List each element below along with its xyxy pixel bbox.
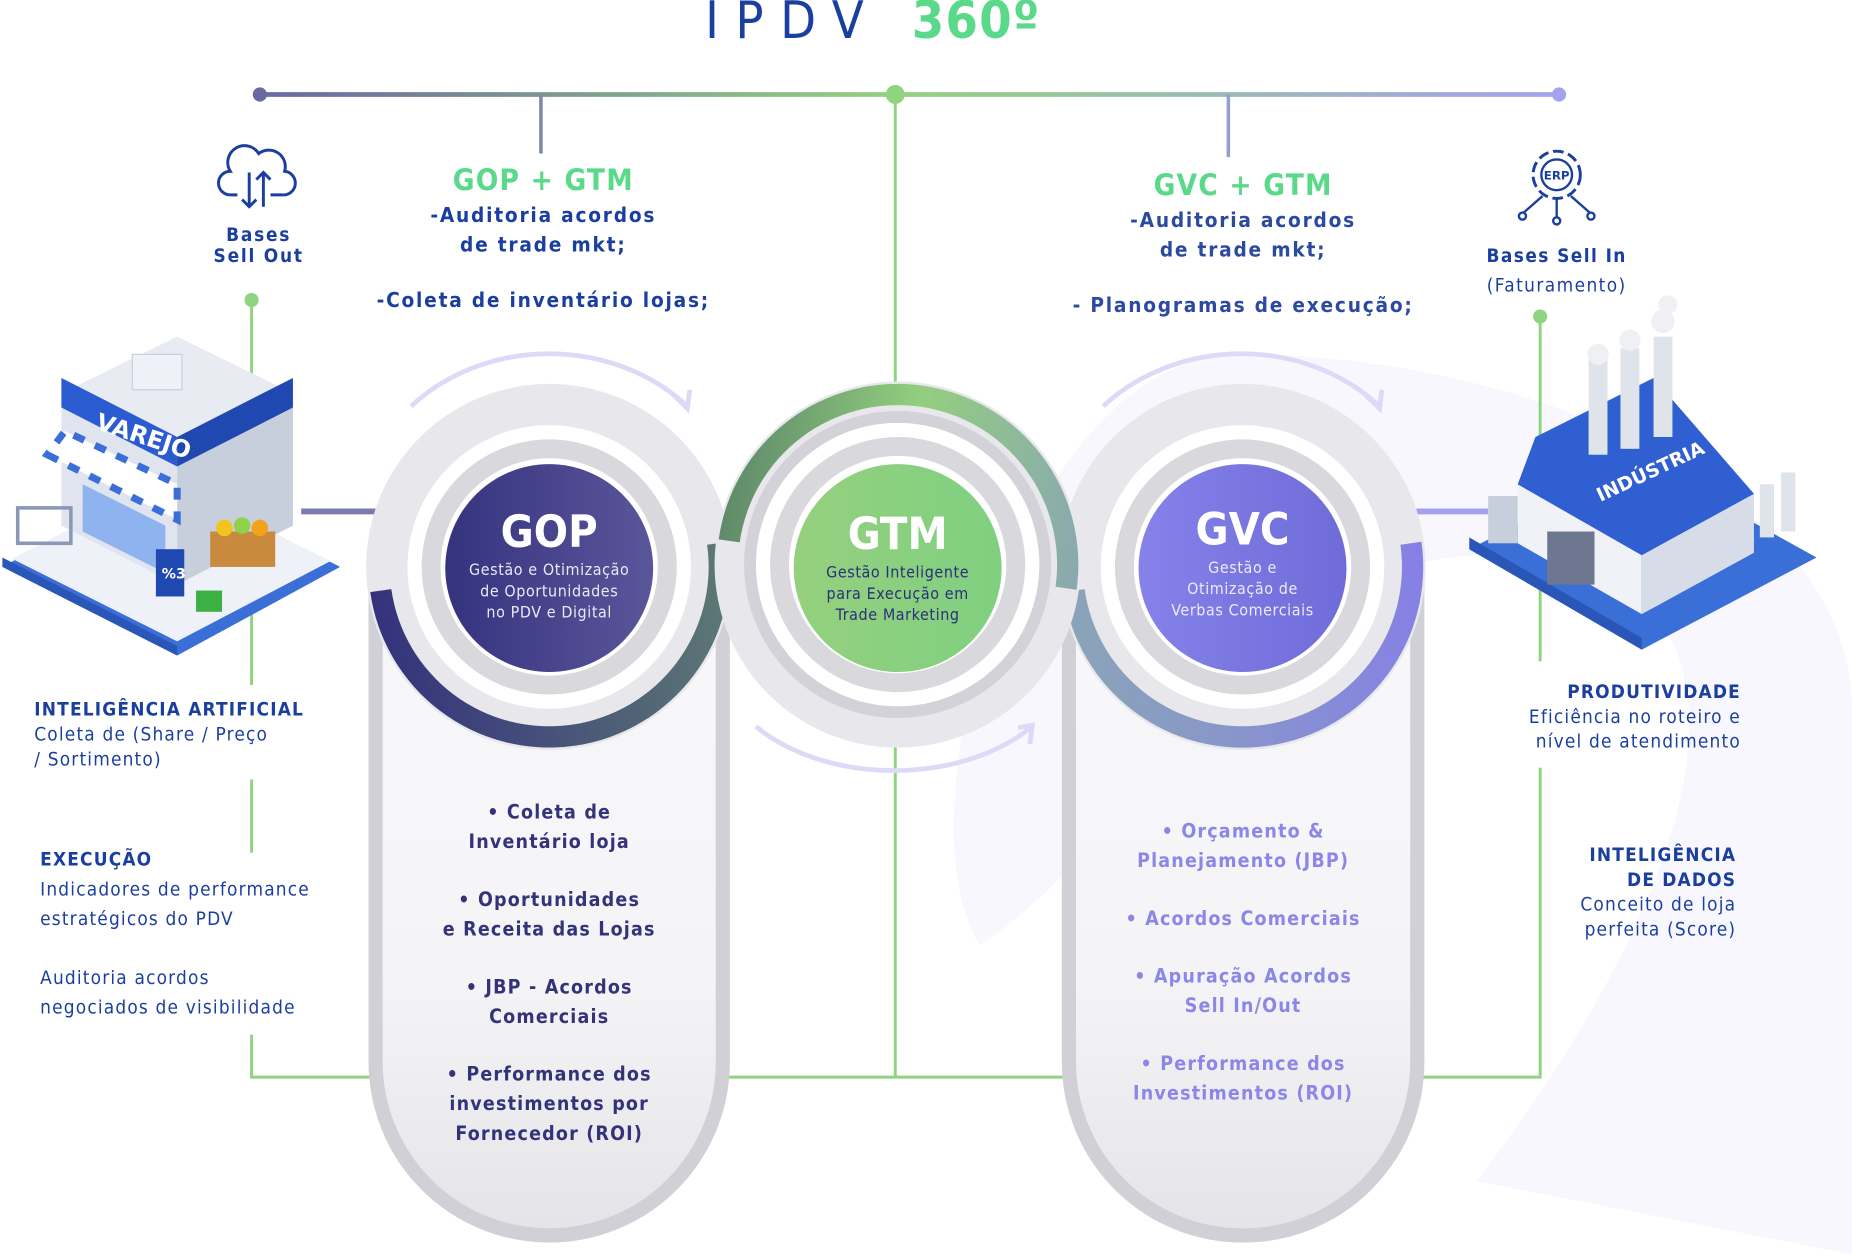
- note-line: Coleta de (Share / Preço: [34, 722, 269, 746]
- line: Comerciais: [489, 1005, 610, 1028]
- note-title: INTELIGÊNCIA: [1589, 843, 1737, 866]
- gvc-gtm-block: GVC + GTM -Auditoria acordos de trade mk…: [1039, 168, 1446, 318]
- line: Gestão e Otimização: [469, 561, 630, 580]
- note-title: INTELIGÊNCIA ARTIFICIAL: [34, 698, 305, 721]
- ai-note: INTELIGÊNCIA ARTIFICIAL Coleta de (Share…: [34, 697, 304, 771]
- line: • Coleta de: [487, 800, 612, 824]
- title-accent: 360º: [911, 0, 1041, 51]
- line: Gestão e: [1208, 558, 1277, 578]
- line: Planejamento (JBP): [1137, 849, 1350, 872]
- bases-sell-out-label: Bases Sell Out: [189, 224, 328, 267]
- gvc-feature-list: • Orçamento & Planejamento (JBP) • Acordo…: [1069, 816, 1417, 1136]
- page-title: IPDV 360º: [705, 0, 1040, 51]
- line: Verbas Comerciais: [1171, 601, 1314, 621]
- note-title: PRODUTIVIDADE: [1567, 680, 1741, 703]
- label: Bases Sell In: [1486, 244, 1627, 267]
- gvc-gtm-item: -Auditoria acordos: [1130, 209, 1357, 233]
- retail-store-illustration: VAREJO %3: [2, 336, 341, 656]
- line: Sell In/Out: [1184, 994, 1302, 1017]
- note-line: negociados de visibilidade: [40, 995, 296, 1019]
- gvc-gtm-item: de trade mkt;: [1159, 238, 1327, 263]
- gop-title: GOP: [500, 505, 598, 558]
- gvc-gtm-item: - Planogramas de execução;: [1072, 294, 1414, 318]
- gop-gtm-item: -Coleta de inventário lojas;: [376, 289, 711, 313]
- list-item: • Oportunidades e Receita das Lojas: [376, 885, 723, 944]
- line: Gestão Inteligente: [826, 563, 970, 583]
- line: Trade Marketing: [835, 605, 960, 625]
- erp-gear-icon: ERP: [1517, 149, 1596, 226]
- line: • Acordos Comerciais: [1125, 907, 1361, 930]
- gtm-disc: [793, 464, 1002, 673]
- note-title: DE DADOS: [1627, 868, 1737, 891]
- line: para Execução em: [826, 584, 969, 604]
- line: • Orçamento &: [1161, 819, 1325, 843]
- line: de Oportunidades: [480, 582, 619, 602]
- line: • Performance dos: [1140, 1052, 1346, 1075]
- label-line: Bases: [226, 223, 292, 246]
- note-line: / Sortimento): [34, 747, 162, 771]
- factory-illustration: INDÚSTRIA: [1469, 295, 1817, 650]
- list-item: • Acordos Comerciais: [1069, 904, 1417, 934]
- cloud-sync-icon: [217, 144, 297, 209]
- gtm-title: GTM: [847, 507, 948, 560]
- gop-feature-list: • Coleta de Inventário loja • Oportunidad…: [376, 797, 723, 1176]
- note-line: Conceito de loja: [1580, 892, 1737, 916]
- note-title: EXECUÇÃO: [40, 848, 153, 871]
- gop-disc: [445, 464, 654, 673]
- gop-gtm-block: GOP + GTM -Auditoria acordos de trade mk…: [343, 163, 745, 313]
- note-line: Auditoria acordos: [40, 966, 210, 989]
- line: • Oportunidades: [458, 888, 641, 911]
- line: Inventário loja: [468, 830, 630, 853]
- bases-sell-in-label: Bases Sell In (Faturamento): [1450, 241, 1663, 300]
- note-line: nível de atendimento: [1535, 729, 1741, 753]
- gop-gtm-heading: GOP + GTM: [452, 162, 634, 198]
- gop-gtm-item: de trade mkt;: [460, 233, 627, 258]
- note-line: perfeita (Score): [1584, 917, 1737, 941]
- label-line: Sell Out: [213, 244, 304, 267]
- line: • JBP - Acordos: [465, 975, 633, 999]
- execution-note: EXECUÇÃO Indicadores de performance estr…: [40, 844, 310, 1021]
- gvc-disc: [1138, 464, 1347, 673]
- gvc-title: GVC: [1195, 503, 1290, 556]
- svg-text:ERP: ERP: [1544, 169, 1570, 183]
- svg-text:%3: %3: [162, 567, 186, 583]
- productivity-note: PRODUTIVIDADE Eficiência no roteiro e ní…: [1529, 679, 1741, 753]
- line: investimentos por: [449, 1092, 649, 1115]
- data-intelligence-note: INTELIGÊNCIA DE DADOS Conceito de loja p…: [1580, 842, 1736, 941]
- gvc-gtm-heading: GVC + GTM: [1153, 167, 1333, 202]
- title-main: IPDV: [705, 0, 881, 51]
- list-item: • Orçamento & Planejamento (JBP): [1069, 816, 1417, 875]
- line: no PDV e Digital: [486, 603, 612, 623]
- gop-gtm-item: -Auditoria acordos: [430, 204, 657, 228]
- note-line: Indicadores de performance: [40, 877, 310, 900]
- line: • Apuração Acordos: [1134, 964, 1352, 988]
- line: Otimização de: [1187, 579, 1298, 599]
- note-line: Eficiência no roteiro e: [1528, 705, 1741, 728]
- line: Fornecedor (ROI): [455, 1122, 644, 1145]
- line: Investimentos (ROI): [1133, 1081, 1354, 1105]
- line: e Receita das Lojas: [442, 917, 656, 941]
- sublabel: (Faturamento): [1486, 274, 1627, 297]
- line: • Performance dos: [446, 1062, 652, 1086]
- list-item: • Coleta de Inventário loja: [376, 797, 723, 856]
- note-line: estratégicos do PDV: [40, 907, 234, 930]
